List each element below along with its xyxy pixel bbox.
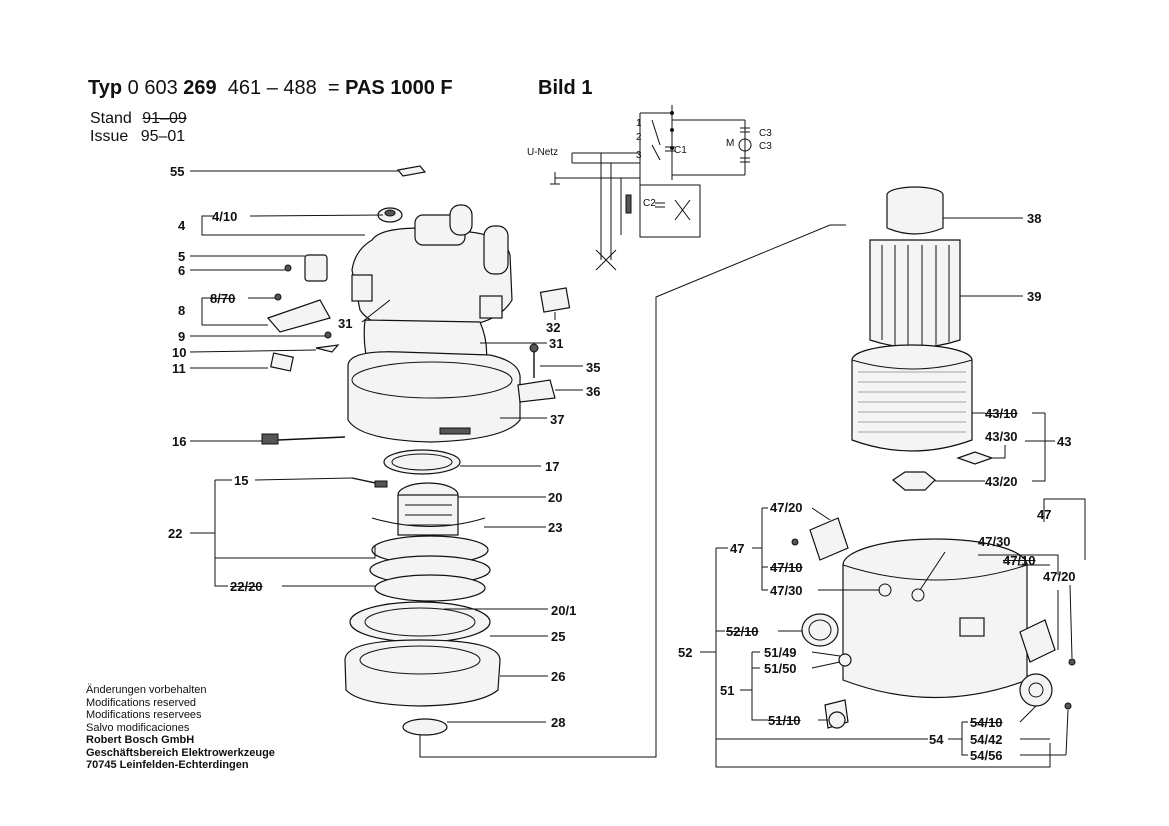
document-title: Typ 0 603 269 461 – 488 = PAS 1000 F	[88, 77, 453, 100]
part-label-4: 4	[178, 218, 186, 233]
part-label-10: 10	[172, 345, 187, 360]
part-label-9: 9	[178, 329, 186, 344]
part-label-51-49: 51/49	[764, 645, 797, 660]
type-number-bold: 269	[183, 77, 217, 99]
left-assembly	[261, 165, 571, 736]
leader-lines	[189, 170, 1086, 768]
stand-value: 91–09	[142, 110, 187, 127]
bild-label: Bild 1	[538, 77, 593, 99]
part-label-54-10: 54/10	[970, 715, 1003, 730]
part-label-47-20b: 47/20	[1043, 569, 1076, 584]
part-label-31b: 31	[549, 336, 564, 351]
part-label-51-50: 51/50	[764, 661, 797, 676]
circuit-node-3: 3	[636, 150, 642, 161]
part-label-47a: 47	[730, 541, 745, 556]
footer-line-6: Geschäftsbereich Elektrowerkzeuge	[86, 746, 275, 759]
part-label-22-20: 22/20	[230, 579, 263, 594]
part-label-52-10: 52/10	[726, 624, 759, 639]
part-label-47-20a: 47/20	[770, 500, 803, 515]
circuit-c3a-label: C3	[759, 128, 772, 139]
part-label-22: 22	[168, 526, 183, 541]
part-label-31a: 31	[338, 316, 353, 331]
typ-label: Typ	[88, 77, 123, 99]
part-label-54-56: 54/56	[970, 748, 1003, 763]
part-label-35: 35	[586, 360, 601, 375]
circuit-node-1: 1	[636, 118, 642, 129]
part-label-20-1: 20/1	[551, 603, 577, 618]
type-range: 461 – 488	[227, 77, 317, 99]
part-label-43: 43	[1057, 434, 1072, 449]
part-label-54: 54	[929, 732, 944, 747]
part-label-54-42: 54/42	[970, 732, 1003, 747]
footer-line-1: Änderungen vorbehalten	[86, 684, 207, 696]
part-label-38: 38	[1027, 211, 1042, 226]
part-label-8: 8	[178, 303, 186, 318]
part-label-52: 52	[678, 645, 693, 660]
type-number: 0 603	[127, 77, 178, 99]
part-label-47-10b: 47/10	[1003, 553, 1036, 568]
part-label-47-10a: 47/10	[770, 560, 803, 575]
part-label-47-30a: 47/30	[770, 583, 803, 598]
equals-sign: =	[327, 77, 340, 99]
circuit-c3b-label: C3	[759, 141, 772, 152]
part-label-17: 17	[545, 459, 560, 474]
part-label-15: 15	[234, 473, 249, 488]
part-label-43-30: 43/30	[985, 429, 1018, 444]
part-label-16: 16	[172, 434, 187, 449]
part-label-47-30b: 47/30	[978, 534, 1011, 549]
footer-block: Änderungen vorbehalten Modifications res…	[86, 684, 275, 772]
part-label-25: 25	[551, 629, 566, 644]
circuit-unetz-label: U-Netz	[527, 147, 559, 158]
part-label-26: 26	[551, 669, 566, 684]
part-label-23: 23	[548, 520, 563, 535]
footer-line-7: 70745 Leinfelden-Echterdingen	[86, 759, 249, 771]
circuit-diagram	[550, 105, 752, 271]
footer-line-4: Salvo modificaciones	[86, 721, 190, 734]
part-label-8-70: 8/70	[210, 291, 236, 306]
right-assembly	[791, 186, 1076, 729]
part-label-11: 11	[172, 361, 186, 376]
model-name: PAS 1000 F	[345, 77, 453, 99]
part-label-43-20: 43/20	[985, 474, 1018, 489]
part-label-51: 51	[720, 683, 735, 698]
stand-row: Stand 91–09	[90, 110, 187, 128]
part-label-55: 55	[170, 164, 185, 179]
part-label-47b: 47	[1037, 507, 1052, 522]
footer-line-2: Modifications reserved	[86, 696, 197, 709]
stand-label: Stand	[90, 110, 132, 127]
part-label-51-10: 51/10	[768, 713, 801, 728]
footer-line-3: Modifications reservees	[86, 709, 202, 721]
circuit-m-label: M	[726, 138, 735, 149]
part-label-20: 20	[548, 490, 563, 505]
part-label-43-10: 43/10	[985, 406, 1018, 421]
part-label-32: 32	[546, 320, 561, 335]
circuit-c2-label: C2	[643, 198, 656, 209]
part-label-6: 6	[178, 263, 186, 278]
part-label-36: 36	[586, 384, 601, 399]
issue-label: Issue	[90, 128, 129, 145]
issue-row: Issue 95–01	[90, 128, 185, 146]
part-label-37: 37	[550, 412, 565, 427]
issue-value: 95–01	[140, 128, 186, 145]
part-label-28: 28	[551, 715, 566, 730]
part-label-5: 5	[178, 249, 186, 264]
part-label-4-10: 4/10	[212, 209, 238, 224]
circuit-c1-label: C1	[674, 145, 687, 156]
footer-line-5: Robert Bosch GmbH	[86, 734, 195, 746]
part-label-39: 39	[1027, 289, 1042, 304]
circuit-node-2: 2	[636, 132, 642, 143]
